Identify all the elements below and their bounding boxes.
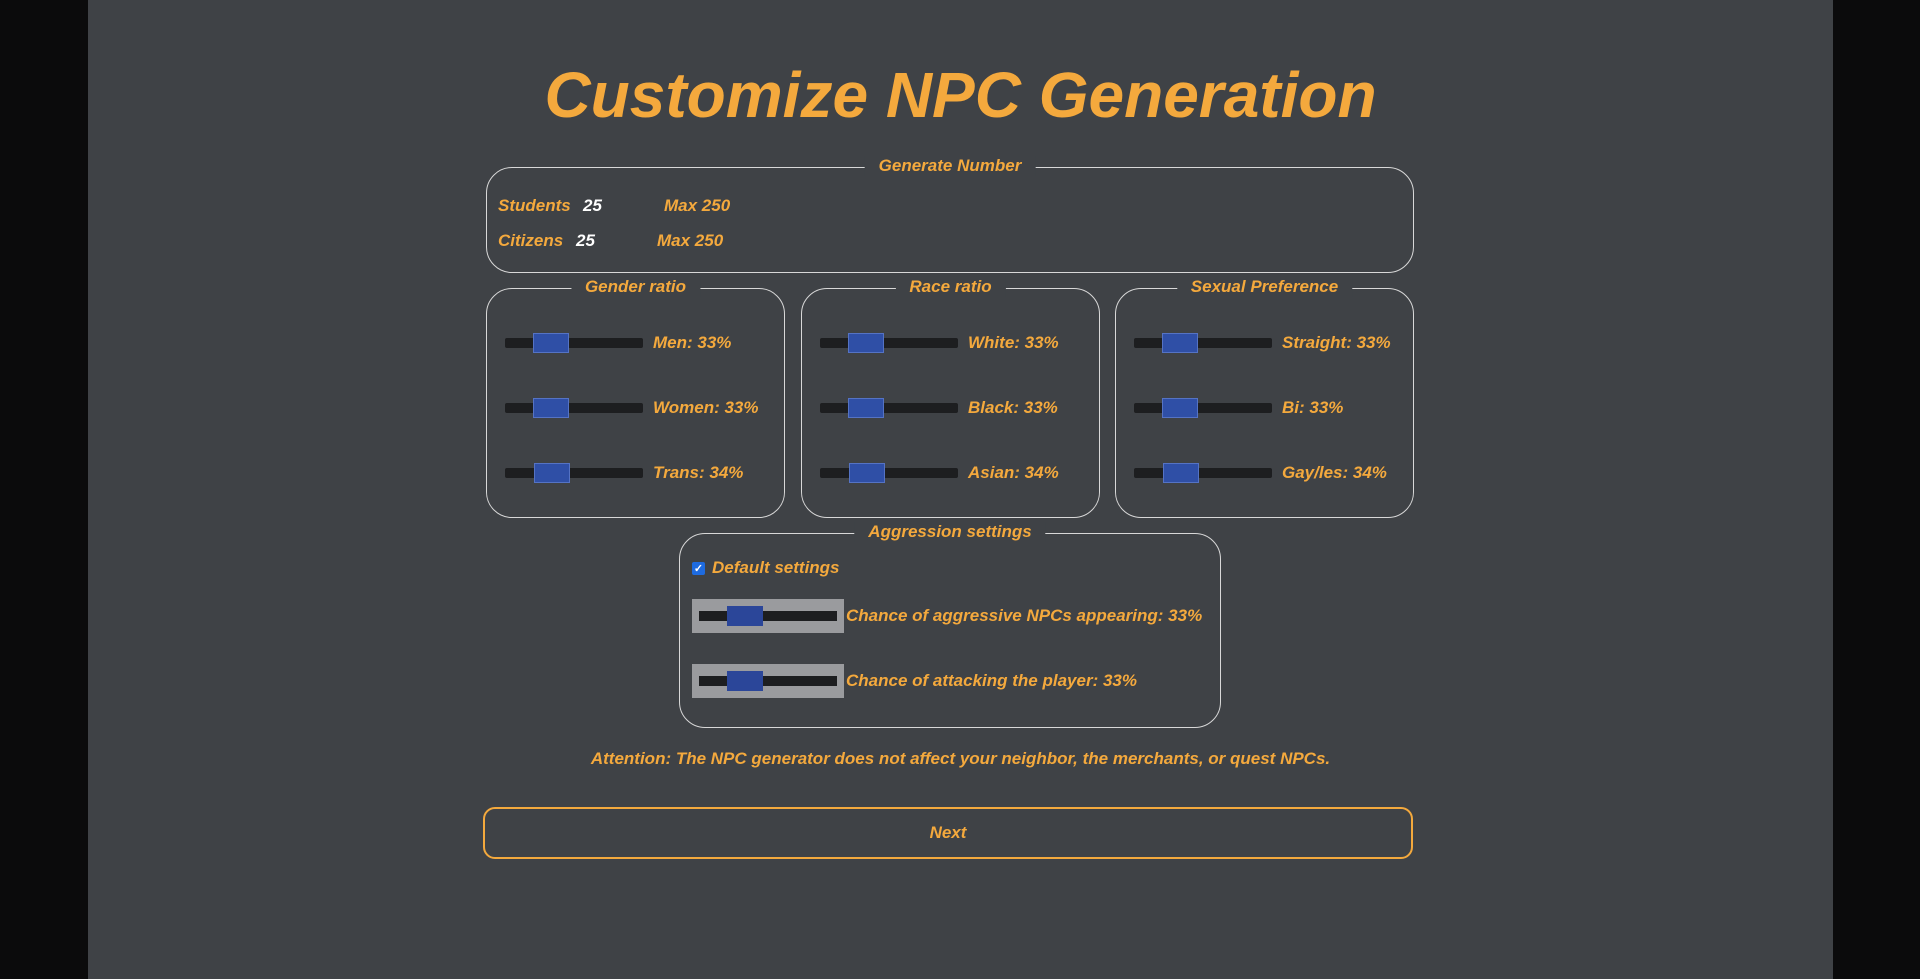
sexual-preference-legend: Sexual Preference bbox=[1176, 277, 1353, 297]
default-settings-checkbox[interactable]: ✓ bbox=[692, 561, 705, 575]
next-button[interactable]: Next bbox=[483, 807, 1413, 859]
bi-slider-thumb[interactable] bbox=[1161, 398, 1198, 418]
students-label: Students bbox=[498, 196, 571, 215]
sexual-preference-panel: Sexual Preference Straight: 33% Bi: 33% … bbox=[1115, 277, 1414, 518]
bi-slider[interactable] bbox=[1134, 398, 1272, 418]
trans-label: Trans: 34% bbox=[653, 463, 744, 482]
gender-ratio-panel: Gender ratio Men: 33% Women: 33% Trans: … bbox=[486, 277, 785, 518]
white-slider-row: White: 33% bbox=[820, 332, 1059, 354]
aggression-settings-panel: Aggression settings ✓ Default settings C… bbox=[679, 522, 1221, 728]
students-input[interactable]: 25 bbox=[583, 196, 602, 215]
men-slider-thumb[interactable] bbox=[532, 333, 569, 353]
gay-les-slider[interactable] bbox=[1134, 463, 1272, 483]
men-label: Men: 33% bbox=[653, 333, 732, 352]
women-label: Women: 33% bbox=[653, 398, 759, 417]
attack-player-label: Chance of attacking the player: 33% bbox=[846, 671, 1137, 690]
straight-slider-thumb[interactable] bbox=[1161, 333, 1198, 353]
men-slider[interactable] bbox=[505, 333, 643, 353]
asian-slider-thumb[interactable] bbox=[848, 463, 885, 483]
straight-slider[interactable] bbox=[1134, 333, 1272, 353]
bi-label: Bi: 33% bbox=[1282, 398, 1344, 417]
asian-label: Asian: 34% bbox=[968, 463, 1059, 482]
aggressive-npcs-label: Chance of aggressive NPCs appearing: 33% bbox=[846, 606, 1203, 625]
straight-label: Straight: 33% bbox=[1282, 333, 1391, 352]
attack-player-row: Chance of attacking the player: 33% bbox=[692, 664, 1137, 698]
aggressive-npcs-slider-thumb[interactable] bbox=[726, 606, 763, 626]
default-settings-label: Default settings bbox=[712, 558, 840, 577]
game-screen: Customize NPC Generation Generate Number… bbox=[88, 0, 1833, 979]
men-slider-row: Men: 33% bbox=[505, 332, 731, 354]
attention-note: Attention: The NPC generator does not af… bbox=[590, 749, 1331, 768]
gay-les-slider-row: Gay/les: 34% bbox=[1134, 462, 1387, 484]
aggression-settings-legend: Aggression settings bbox=[854, 522, 1046, 542]
gender-ratio-legend: Gender ratio bbox=[570, 277, 701, 297]
citizens-max-label: Max 250 bbox=[657, 231, 724, 250]
women-slider-thumb[interactable] bbox=[532, 398, 569, 418]
citizens-label: Citizens bbox=[498, 231, 564, 250]
straight-slider-row: Straight: 33% bbox=[1134, 332, 1391, 354]
gay-les-slider-thumb[interactable] bbox=[1162, 463, 1199, 483]
citizens-input[interactable]: 25 bbox=[576, 231, 595, 250]
white-slider[interactable] bbox=[820, 333, 958, 353]
bi-slider-row: Bi: 33% bbox=[1134, 397, 1343, 419]
gay-les-label: Gay/les: 34% bbox=[1282, 463, 1387, 482]
black-label: Black: 33% bbox=[968, 398, 1058, 417]
aggressive-npcs-row: Chance of aggressive NPCs appearing: 33% bbox=[692, 599, 1202, 633]
race-ratio-legend: Race ratio bbox=[895, 277, 1006, 297]
attack-player-slider-thumb[interactable] bbox=[726, 671, 763, 691]
students-max-label: Max 250 bbox=[664, 196, 731, 215]
trans-slider-thumb[interactable] bbox=[533, 463, 570, 483]
page-title: Customize NPC Generation bbox=[544, 59, 1377, 131]
white-slider-thumb[interactable] bbox=[847, 333, 884, 353]
aggressive-npcs-slider[interactable] bbox=[692, 599, 844, 633]
attack-player-slider[interactable] bbox=[692, 664, 844, 698]
default-settings-row[interactable]: ✓ Default settings bbox=[692, 558, 840, 578]
black-slider-row: Black: 33% bbox=[820, 397, 1058, 419]
women-slider[interactable] bbox=[505, 398, 643, 418]
black-slider[interactable] bbox=[820, 398, 958, 418]
generate-number-panel: Generate Number Students 25 Max 250 Citi… bbox=[486, 156, 1414, 273]
asian-slider[interactable] bbox=[820, 463, 958, 483]
white-label: White: 33% bbox=[968, 333, 1059, 352]
trans-slider[interactable] bbox=[505, 463, 643, 483]
asian-slider-row: Asian: 34% bbox=[820, 462, 1059, 484]
race-ratio-panel: Race ratio White: 33% Black: 33% Asian: … bbox=[801, 277, 1100, 518]
trans-slider-row: Trans: 34% bbox=[505, 462, 743, 484]
black-slider-thumb[interactable] bbox=[847, 398, 884, 418]
generate-number-legend: Generate Number bbox=[864, 156, 1036, 176]
women-slider-row: Women: 33% bbox=[505, 397, 759, 419]
